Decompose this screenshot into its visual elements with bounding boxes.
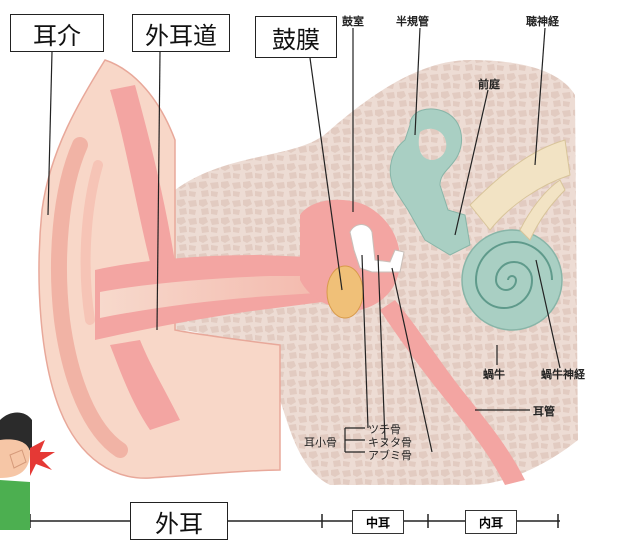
semicircular-canals-label: 半規管 xyxy=(396,13,429,29)
vestibule-label: 前庭 xyxy=(478,76,500,92)
ossicles-label: 耳小骨 xyxy=(304,434,337,450)
cochlea-label: 蝸牛 xyxy=(483,366,505,382)
outer-ear-label: 外耳 xyxy=(130,502,228,540)
ear-canal-label: 外耳道 xyxy=(132,14,230,52)
stapes-label: アブミ骨 xyxy=(368,447,412,463)
inner-ear-label: 内耳 xyxy=(465,510,517,534)
eardrum-label: 鼓膜 xyxy=(255,16,337,58)
auditory-nerve-label: 聴神経 xyxy=(526,13,559,29)
eustachian-tube-label: 耳管 xyxy=(533,403,555,419)
auricle-label: 耳介 xyxy=(10,14,104,52)
tympanic-cavity-label: 鼓室 xyxy=(342,13,364,29)
child-with-earache-figure xyxy=(0,413,32,531)
middle-ear-label: 中耳 xyxy=(352,510,404,534)
eardrum-shape xyxy=(327,266,363,318)
pain-burst-icon xyxy=(30,440,55,476)
cochlear-nerve-label: 蝸牛神経 xyxy=(541,366,585,382)
